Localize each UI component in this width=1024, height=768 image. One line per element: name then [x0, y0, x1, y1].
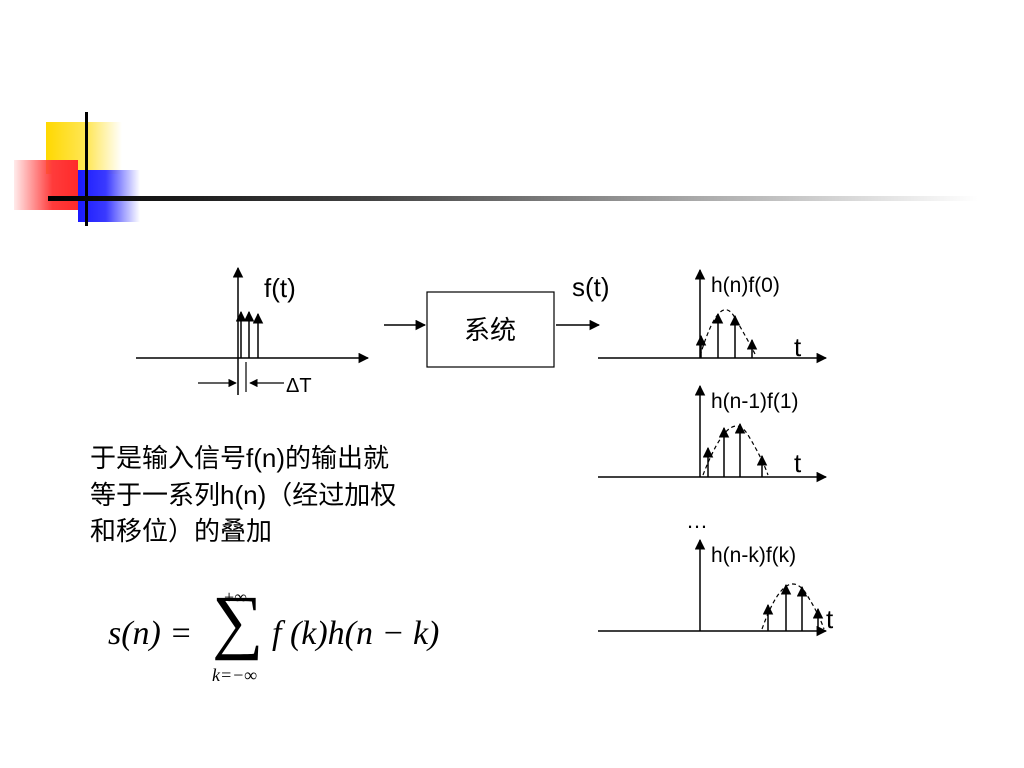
text-segment: （经过加权: [266, 481, 397, 511]
text-segment: 和移位）的叠加: [90, 517, 273, 547]
text-segment: 的输出就: [285, 444, 390, 474]
text-segment: h(n): [220, 480, 267, 510]
ellipsis: …: [686, 508, 708, 533]
text-segment: f(n): [246, 443, 286, 473]
text-segment: 于是输入信号: [90, 444, 247, 474]
output-plot-label: h(n-k)f(k): [711, 544, 796, 567]
output-plot-label: h(n)f(0): [711, 274, 780, 297]
output-plot-1: h(n-1)f(1) t: [598, 384, 828, 483]
deco-red-square: [14, 160, 78, 210]
formula-lhs: s(n) =: [108, 615, 193, 652]
output-plot-k: h(n-k)f(k) t: [598, 538, 834, 637]
delta-t-label: ΔT: [286, 375, 312, 397]
system-box-label: 系统: [464, 316, 516, 346]
time-axis-label: t: [826, 604, 834, 634]
title-rule: [48, 196, 978, 201]
time-axis-label: t: [794, 448, 802, 478]
summation-symbol: ∑: [212, 581, 264, 661]
summation-upper-limit: +∞: [224, 587, 247, 607]
text-segment: 等于一系列: [90, 481, 221, 511]
system-box: [426, 291, 555, 368]
output-signal-label: s(t): [572, 272, 610, 302]
output-plot-label: h(n-1)f(1): [711, 390, 799, 413]
explanation-text: 于是输入信号f(n)的输出就 等于一系列h(n)（经过加权 和移位）的叠加: [90, 440, 510, 550]
system-block: 系统 s(t): [384, 272, 610, 368]
input-signal-label: f(t): [264, 273, 296, 303]
deco-vertical-line: [85, 112, 88, 226]
input-impulse-plot: f(t) ΔT: [136, 266, 370, 397]
summation-lower-limit: k=−∞: [212, 665, 258, 685]
formula-rhs: f (k)h(n − k): [272, 615, 440, 652]
response-envelope: [702, 425, 769, 476]
output-plot-0: h(n)f(0) t: [598, 268, 828, 364]
response-envelope: [761, 583, 825, 630]
time-axis-label: t: [794, 332, 802, 362]
response-envelope: [699, 309, 757, 357]
